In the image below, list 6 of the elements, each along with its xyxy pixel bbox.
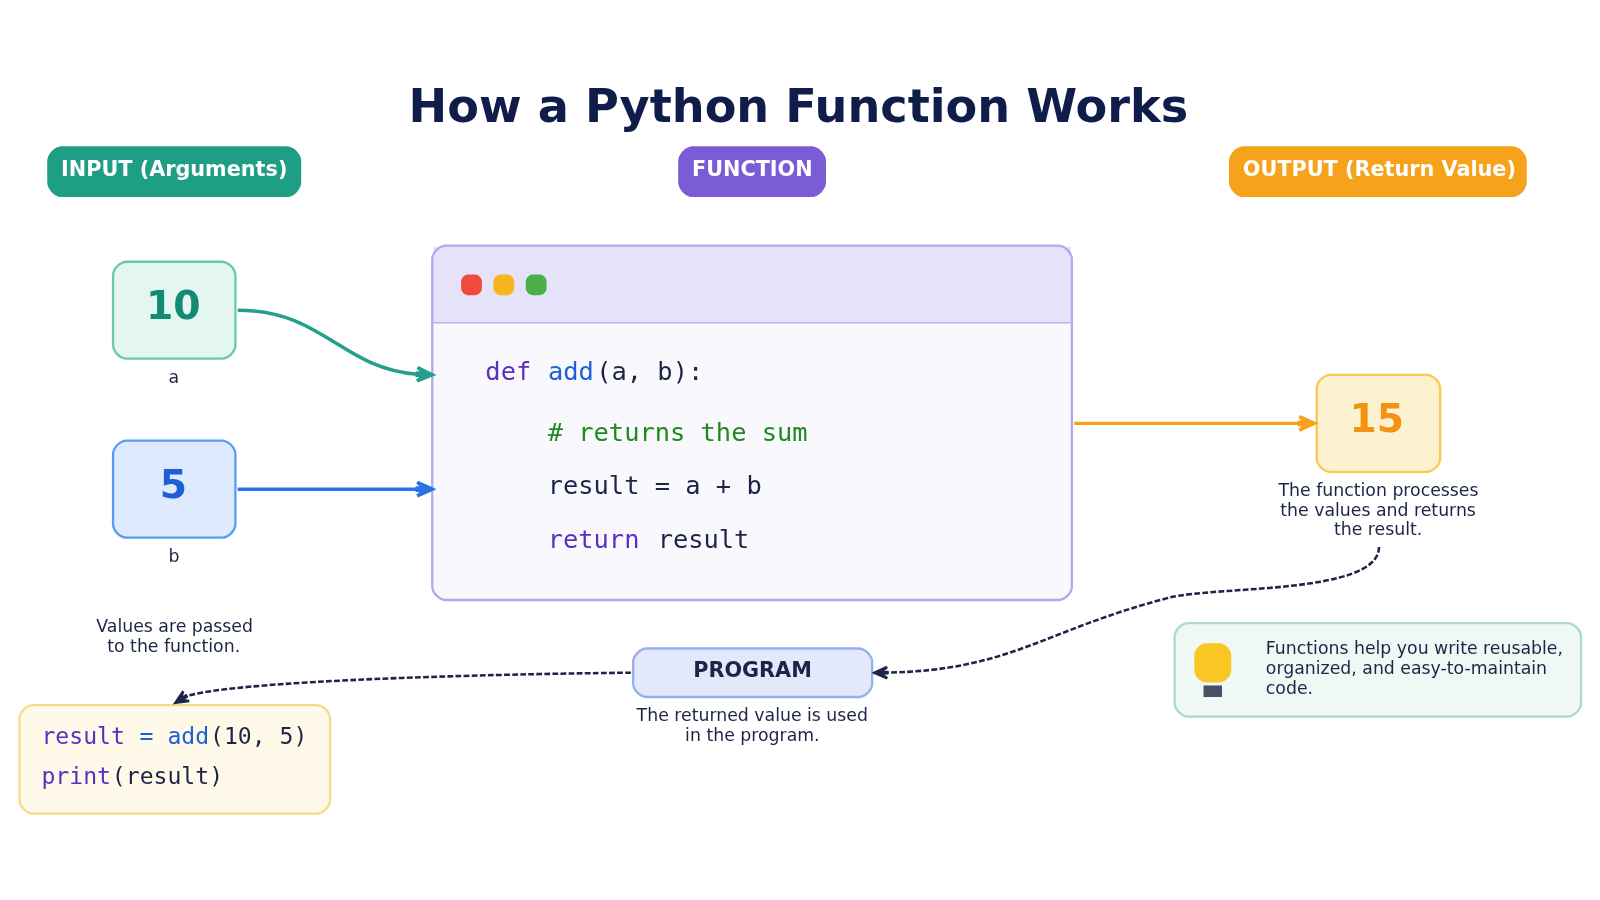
node-label: The returned value is used in the program. [636,704,868,745]
node-label: The function processes the values and returns the result. [1278,479,1479,539]
node-label: b [168,545,180,566]
label: Values are passed to the function. [96,615,253,656]
diagram-title: How a Python Function Works [408,78,1189,133]
node-label: a [168,366,180,387]
